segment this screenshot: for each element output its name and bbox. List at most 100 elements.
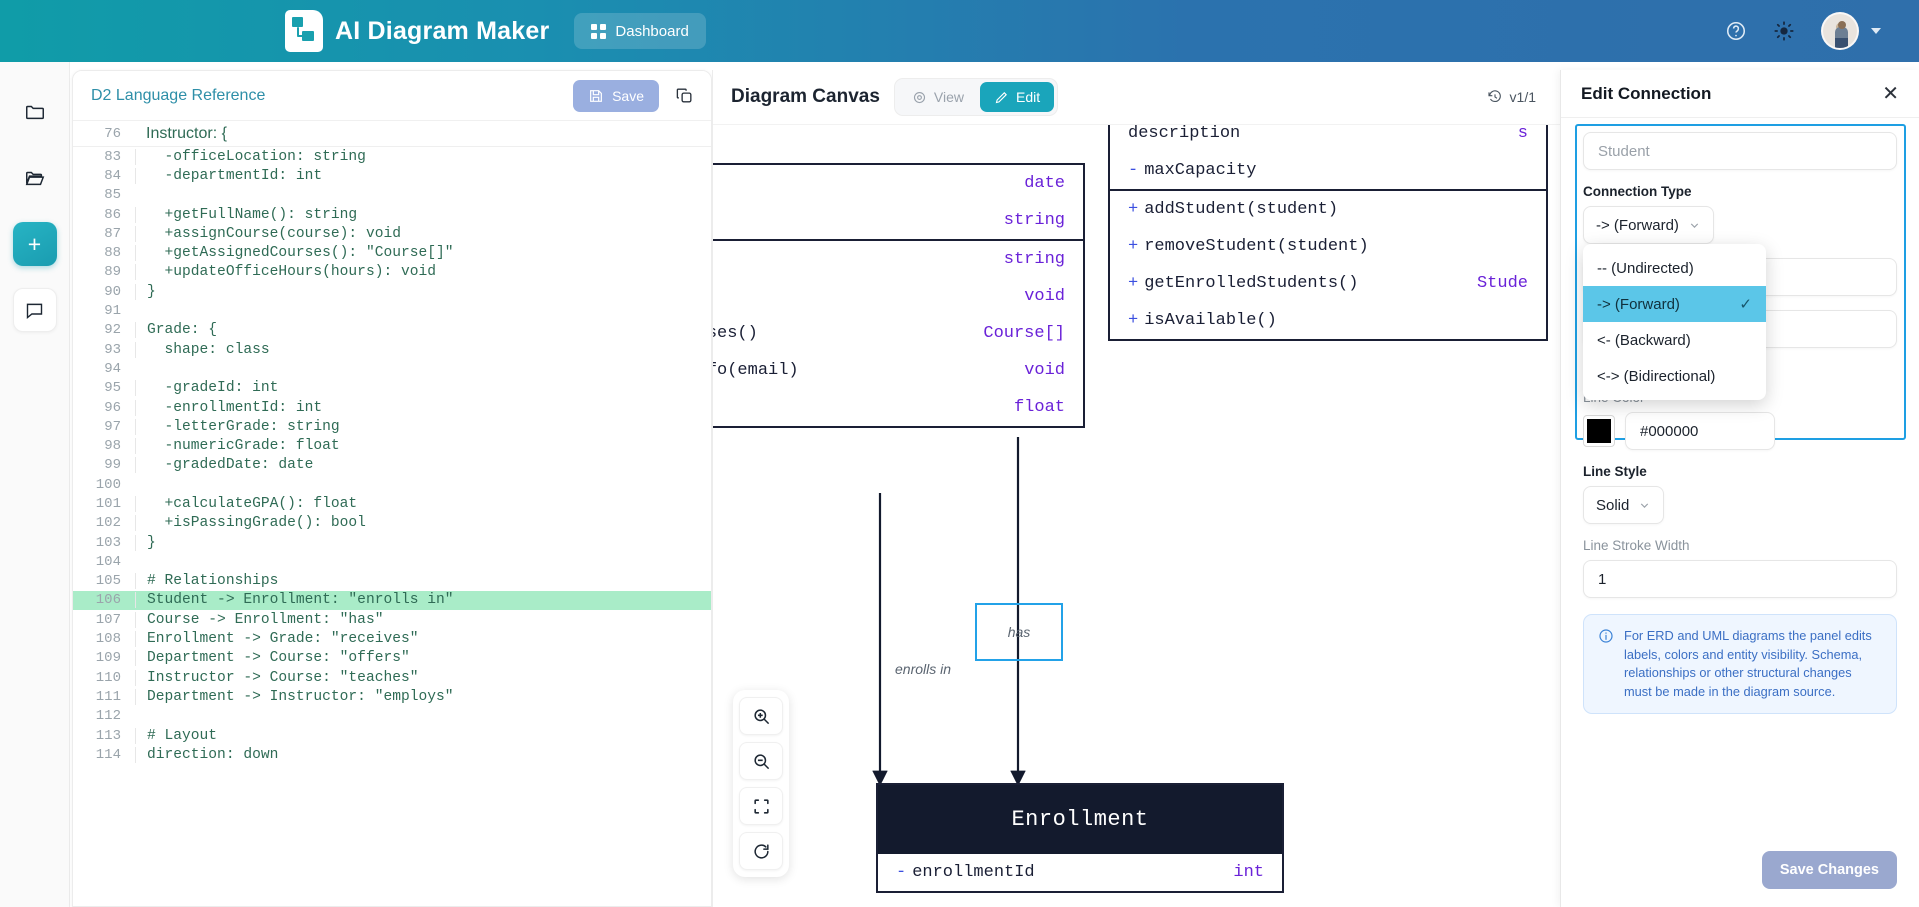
uml-class-right[interactable]: description s -maxCapacity +addStudent(s… (1108, 124, 1548, 341)
plus-icon: + (27, 230, 42, 257)
edge-label-has[interactable]: has (975, 603, 1063, 661)
dropdown-option-undirected[interactable]: -- (Undirected) (1583, 250, 1766, 286)
copy-button[interactable] (671, 83, 697, 109)
code-line[interactable]: 93 shape: class (73, 340, 711, 359)
stroke-width-input[interactable]: 1 (1583, 560, 1897, 598)
attr-name: description (1128, 124, 1241, 143)
uml-method-row: lName() string (713, 241, 1083, 278)
code-line[interactable]: 88 +getAssignedCourses(): "Course[]" (73, 243, 711, 262)
chevron-down-icon[interactable] (1871, 28, 1881, 34)
code-line[interactable]: 112 (73, 707, 711, 726)
uml-attribute-row: string (713, 202, 1083, 239)
code-line[interactable]: 113# Layout (73, 726, 711, 745)
code-line[interactable]: 83 -officeLocation: string (73, 147, 711, 166)
code-line[interactable]: 101 +calculateGPA(): float (73, 494, 711, 513)
code-line[interactable]: 87 +assignCourse(course): void (73, 224, 711, 243)
code-line[interactable]: 89 +updateOfficeHours(hours): void (73, 263, 711, 282)
save-button[interactable]: Save (573, 79, 659, 112)
code-line[interactable]: 90} (73, 282, 711, 301)
dashboard-button[interactable]: Dashboard (574, 13, 706, 49)
brand-title: AI Diagram Maker (335, 16, 550, 45)
chevron-down-icon (1641, 502, 1649, 508)
code-line[interactable]: 84 -departmentId: int (73, 166, 711, 185)
edge-label-enrolls-in[interactable]: enrolls in (895, 661, 952, 677)
line-number: 94 (104, 360, 121, 377)
sidebar-item-chat[interactable] (12, 288, 57, 332)
avatar[interactable] (1821, 12, 1859, 50)
dropdown-option-forward[interactable]: -> (Forward) ✓ (1583, 286, 1766, 322)
line-color-swatch[interactable] (1583, 415, 1615, 447)
uml-class-enrollment[interactable]: Enrollment -enrollmentId int (876, 783, 1284, 893)
attr-name: enrollmentId (912, 863, 1035, 882)
diagram-canvas[interactable]: mentDate date string lName() string (cou… (713, 124, 1561, 907)
code-line[interactable]: 105# Relationships (73, 572, 711, 591)
code-line[interactable]: 94 (73, 359, 711, 378)
line-text: direction: down (135, 746, 711, 763)
sidebar-item-files[interactable] (13, 90, 57, 134)
line-color-input[interactable]: #000000 (1625, 412, 1775, 450)
code-line[interactable]: 99 -gradedDate: date (73, 456, 711, 475)
fit-to-screen-button[interactable] (739, 787, 783, 825)
brand-logo[interactable]: AI Diagram Maker (285, 10, 549, 52)
edit-connection-panel: Edit Connection ✕ Student Connection Typ… (1560, 70, 1919, 907)
dropdown-option-bidirectional[interactable]: <-> (Bidirectional) (1583, 358, 1766, 394)
zoom-out-button[interactable] (739, 742, 783, 780)
connection-type-select[interactable]: -> (Forward) (1583, 206, 1714, 244)
method-name: olledCourses() (713, 324, 758, 343)
code-line[interactable]: 97 -letterGrade: string (73, 417, 711, 436)
save-label: Save (612, 87, 644, 104)
tab-view[interactable]: View (898, 82, 978, 112)
code-line[interactable]: 102 +isPassingGrade(): bool (73, 514, 711, 533)
help-circle-icon[interactable] (1725, 20, 1747, 42)
line-number: 112 (95, 708, 121, 725)
zoom-in-button[interactable] (739, 697, 783, 735)
connection-type-dropdown: -- (Undirected) -> (Forward) ✓ <- (Backw… (1583, 244, 1766, 400)
line-text: Grade: { (135, 322, 711, 339)
uml-class-left[interactable]: mentDate date string lName() string (cou… (713, 163, 1085, 428)
save-changes-button[interactable]: Save Changes (1761, 851, 1897, 889)
source-input[interactable]: Student (1583, 132, 1897, 170)
code-line[interactable]: 104 (73, 552, 711, 571)
code-line[interactable]: 95 -gradeId: int (73, 379, 711, 398)
eye-icon (913, 91, 925, 103)
option-label: <-> (Bidirectional) (1597, 367, 1716, 385)
method-name: ContactInfo(email) (713, 361, 799, 380)
version-label: v1/1 (1509, 89, 1536, 105)
sidebar-item-open-project[interactable] (13, 156, 57, 200)
code-line[interactable]: 85 (73, 186, 711, 205)
method-type: void (1024, 287, 1065, 306)
line-style-select[interactable]: Solid (1583, 486, 1665, 524)
tab-edit[interactable]: Edit (980, 82, 1055, 112)
line-text: -gradeId: int (135, 380, 711, 397)
fit-screen-icon (753, 798, 769, 814)
sidebar-item-new[interactable]: + (12, 222, 57, 266)
code-line[interactable]: 91 (73, 301, 711, 320)
version-indicator[interactable]: v1/1 (1487, 89, 1536, 105)
dropdown-option-backward[interactable]: <- (Backward) (1583, 322, 1766, 358)
line-text: } (135, 283, 711, 300)
connection-type-value: -> (Forward) (1596, 216, 1679, 234)
code-line[interactable]: 98 -numericGrade: float (73, 436, 711, 455)
line-style-label: Line Style (1583, 464, 1647, 479)
reset-view-button[interactable] (739, 832, 783, 870)
line-text: Instructor -> Course: "teaches" (135, 669, 711, 686)
code-line[interactable]: 100 (73, 475, 711, 494)
code-line[interactable]: 86 +getFullName(): string (73, 205, 711, 224)
line-text: # Relationships (135, 573, 711, 590)
sun-icon[interactable] (1773, 20, 1795, 42)
code-line[interactable]: 103} (73, 533, 711, 552)
copy-icon (676, 88, 692, 103)
connection-type-group: Connection Type -> (Forward) (1583, 184, 1897, 244)
line-text: +isPassingGrade(): bool (135, 515, 711, 532)
close-icon[interactable]: ✕ (1882, 82, 1899, 105)
code-line[interactable]: 96 -enrollmentId: int (73, 398, 711, 417)
